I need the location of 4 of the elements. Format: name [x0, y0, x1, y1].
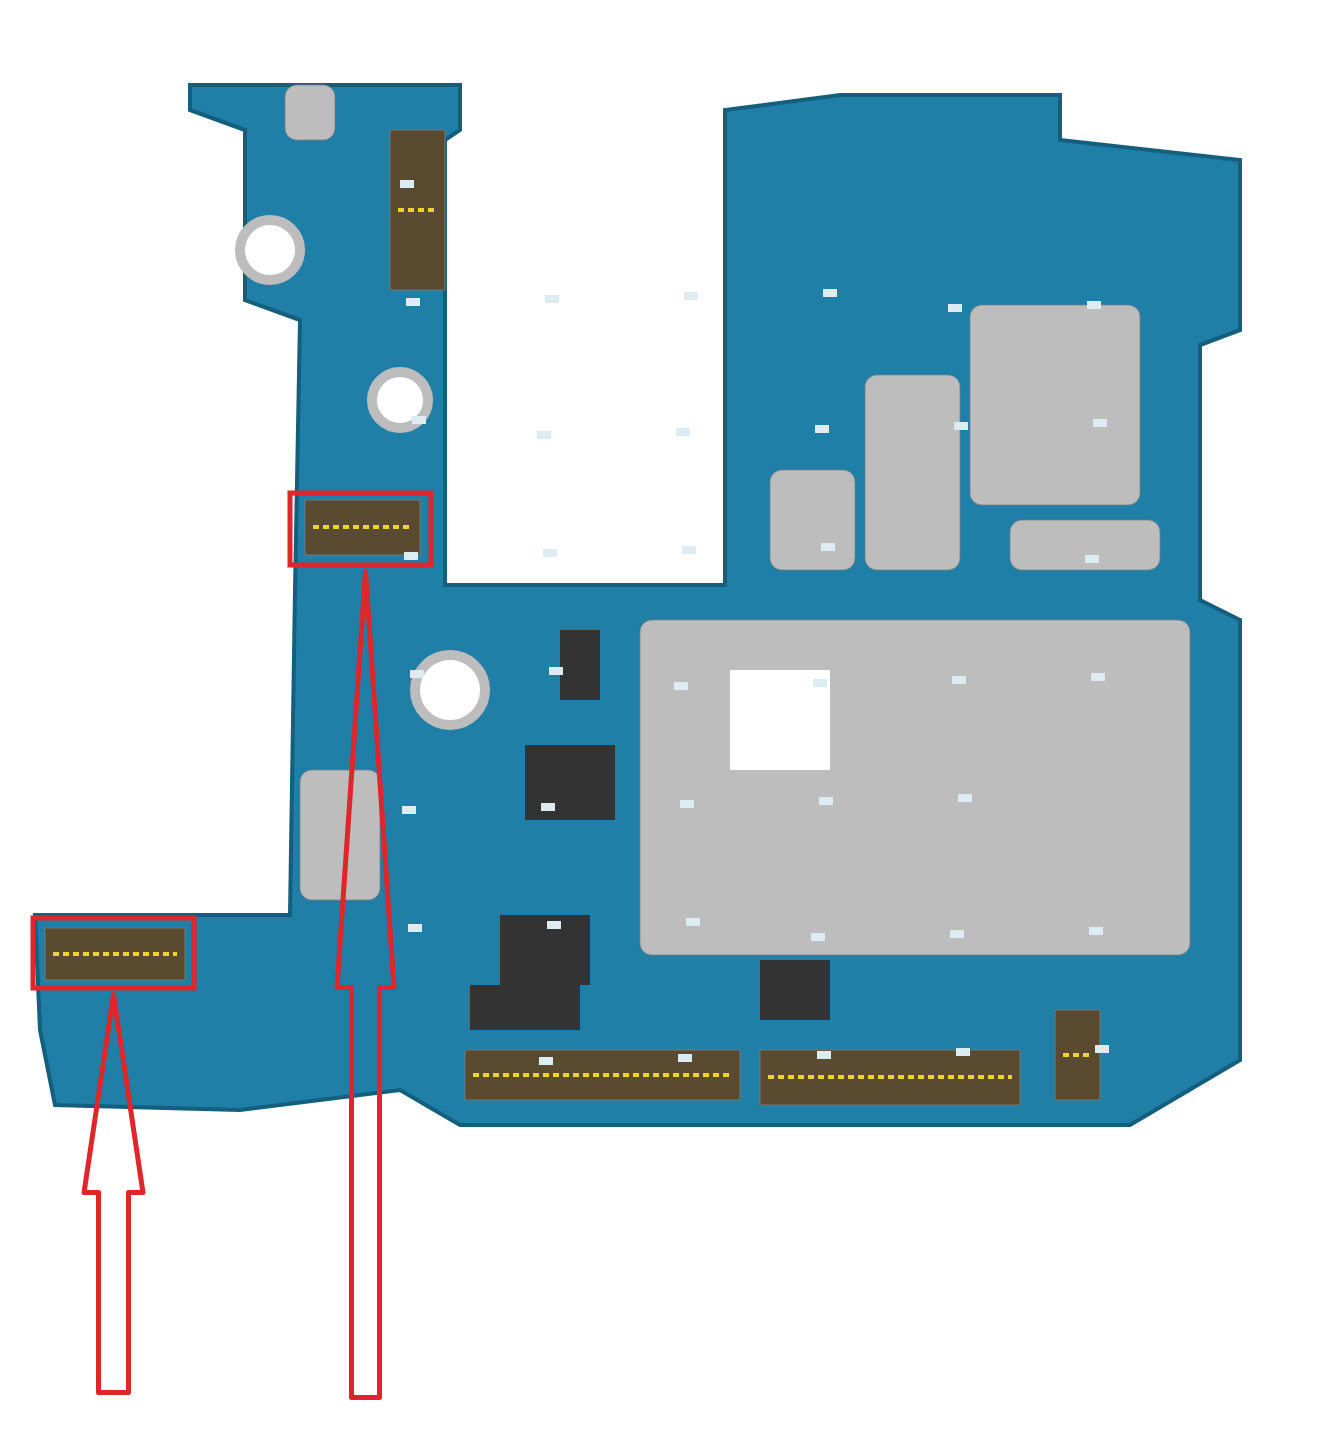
highlight-box: [30, 915, 197, 991]
highlight-box: [287, 490, 434, 568]
block-arrow: [81, 992, 146, 1395]
block-arrow: [334, 569, 397, 1400]
